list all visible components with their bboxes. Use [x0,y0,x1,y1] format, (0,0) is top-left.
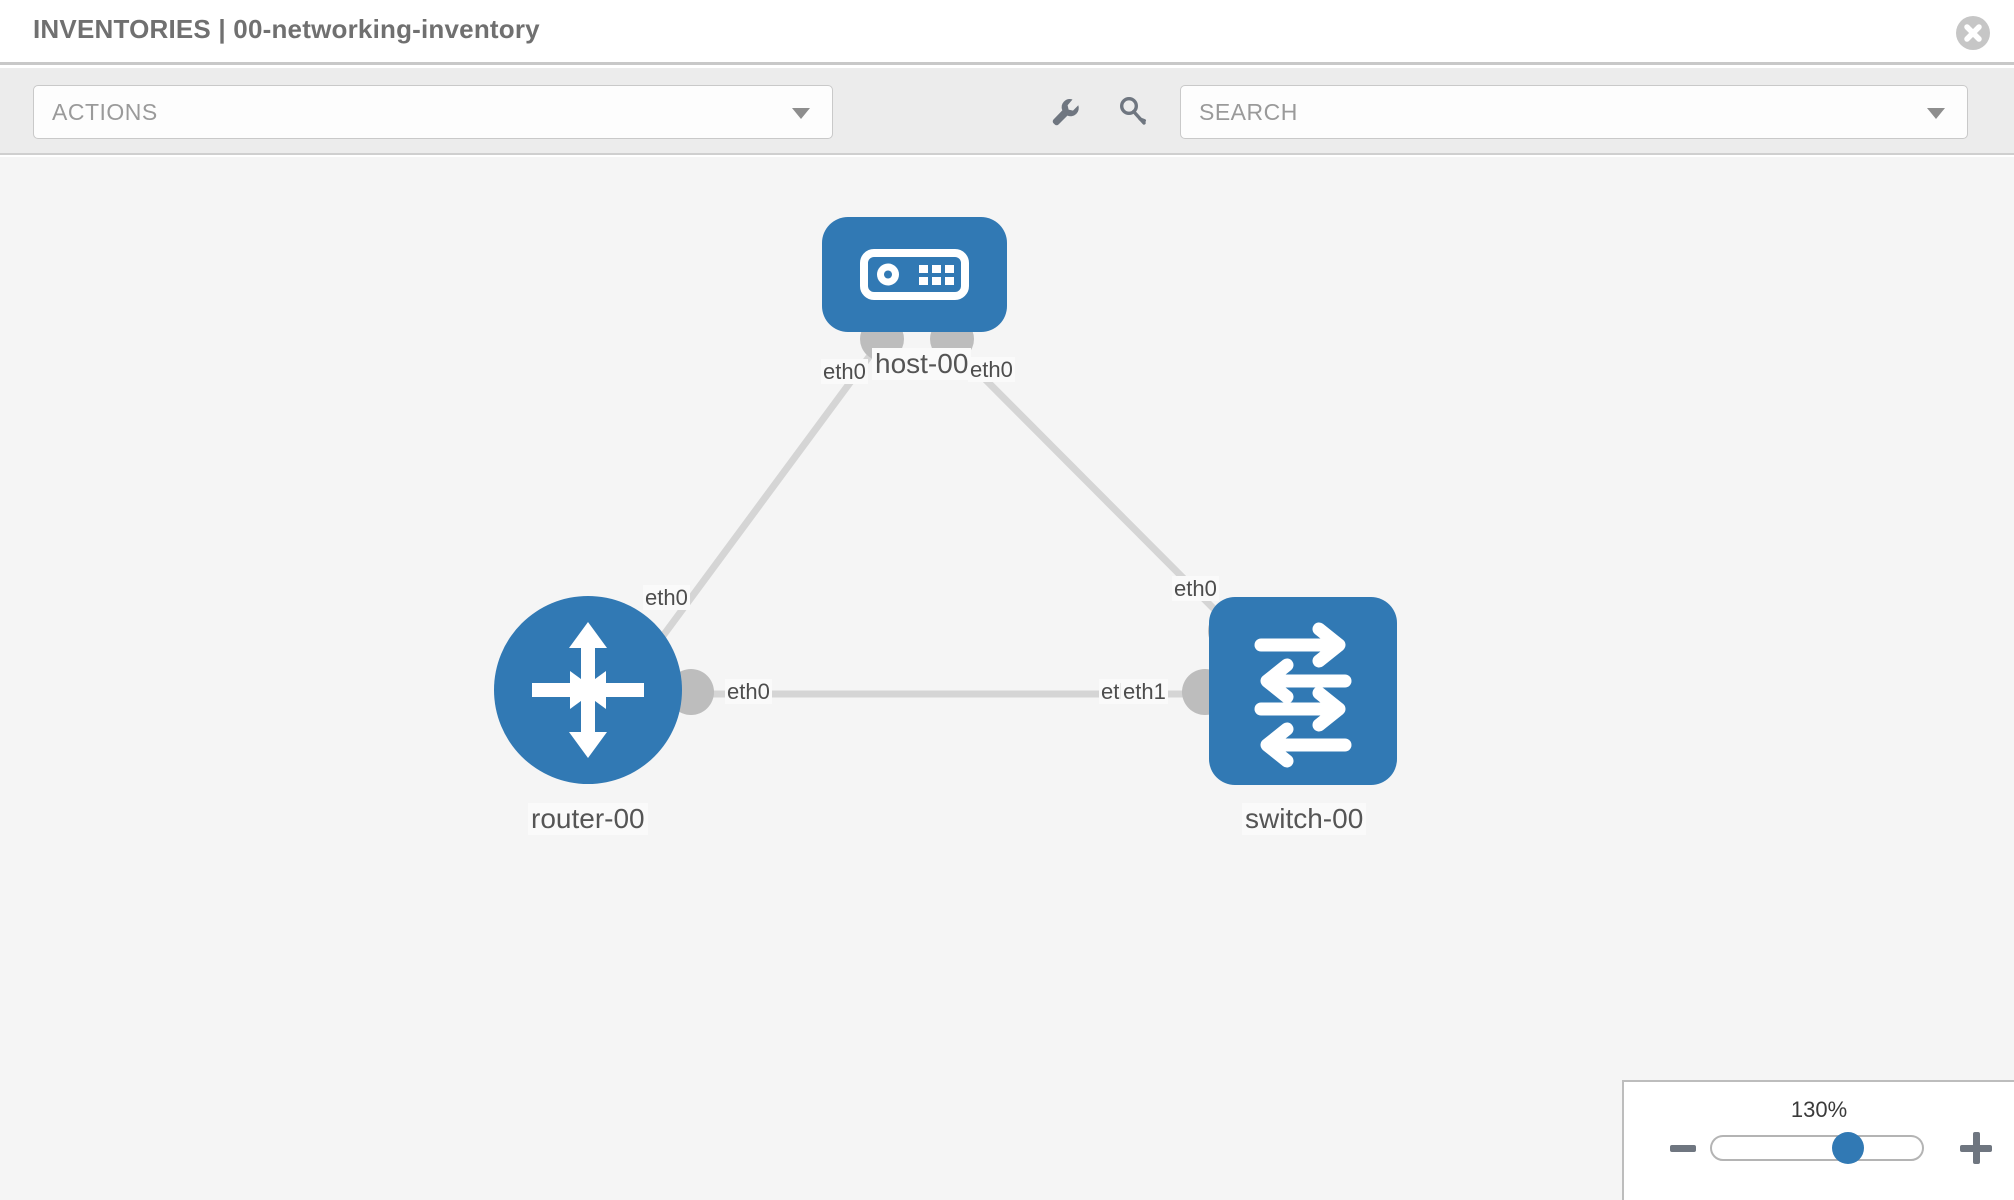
topology-edges [637,339,1235,698]
interface-label-host-right: eth0 [968,357,1015,383]
wrench-icon[interactable] [1045,92,1085,132]
plus-icon[interactable] [1960,1132,1992,1164]
actions-dropdown-label: ACTIONS [52,99,158,125]
window-titlebar: INVENTORIES | 00-networking-inventory [0,0,2014,65]
interface-label-switch-up: eth0 [1172,576,1219,602]
router-arrows-icon [532,622,644,758]
topology-canvas[interactable]: host-00 router-00 switch-00 eth0 eth0 et… [0,157,2014,1200]
key-icon[interactable] [1113,92,1153,132]
zoom-control-panel: 130% [1622,1080,2014,1200]
node-host-00[interactable] [822,217,1007,332]
node-label-router-00: router-00 [528,803,648,836]
zoom-slider-track[interactable] [1710,1135,1924,1161]
zoom-slider-thumb[interactable] [1832,1132,1864,1164]
server-icon [860,249,969,300]
search-placeholder: SEARCH [1199,99,1298,125]
node-switch-00[interactable] [1209,597,1397,785]
interface-label-host-left: eth0 [821,359,868,385]
interface-label-switch-left: eth1 [1121,679,1168,705]
actions-dropdown[interactable]: ACTIONS [33,85,833,139]
page-title: INVENTORIES | 00-networking-inventory [33,14,540,44]
chevron-down-icon [1927,108,1945,119]
node-label-host-00: host-00 [872,348,972,381]
toolbar: ACTIONS SEARCH [0,68,2014,155]
search-input[interactable]: SEARCH [1180,85,1968,139]
interface-label-router-right: eth0 [725,679,772,705]
close-icon[interactable] [1956,16,1990,50]
chevron-down-icon [792,108,810,119]
node-router-00[interactable] [494,596,682,784]
switch-arrows-icon [1254,622,1352,768]
interface-label-router-up: eth0 [643,585,690,611]
minus-icon[interactable] [1670,1145,1696,1152]
zoom-percent-label: 130% [1790,1097,1848,1122]
node-label-switch-00: switch-00 [1242,803,1367,836]
